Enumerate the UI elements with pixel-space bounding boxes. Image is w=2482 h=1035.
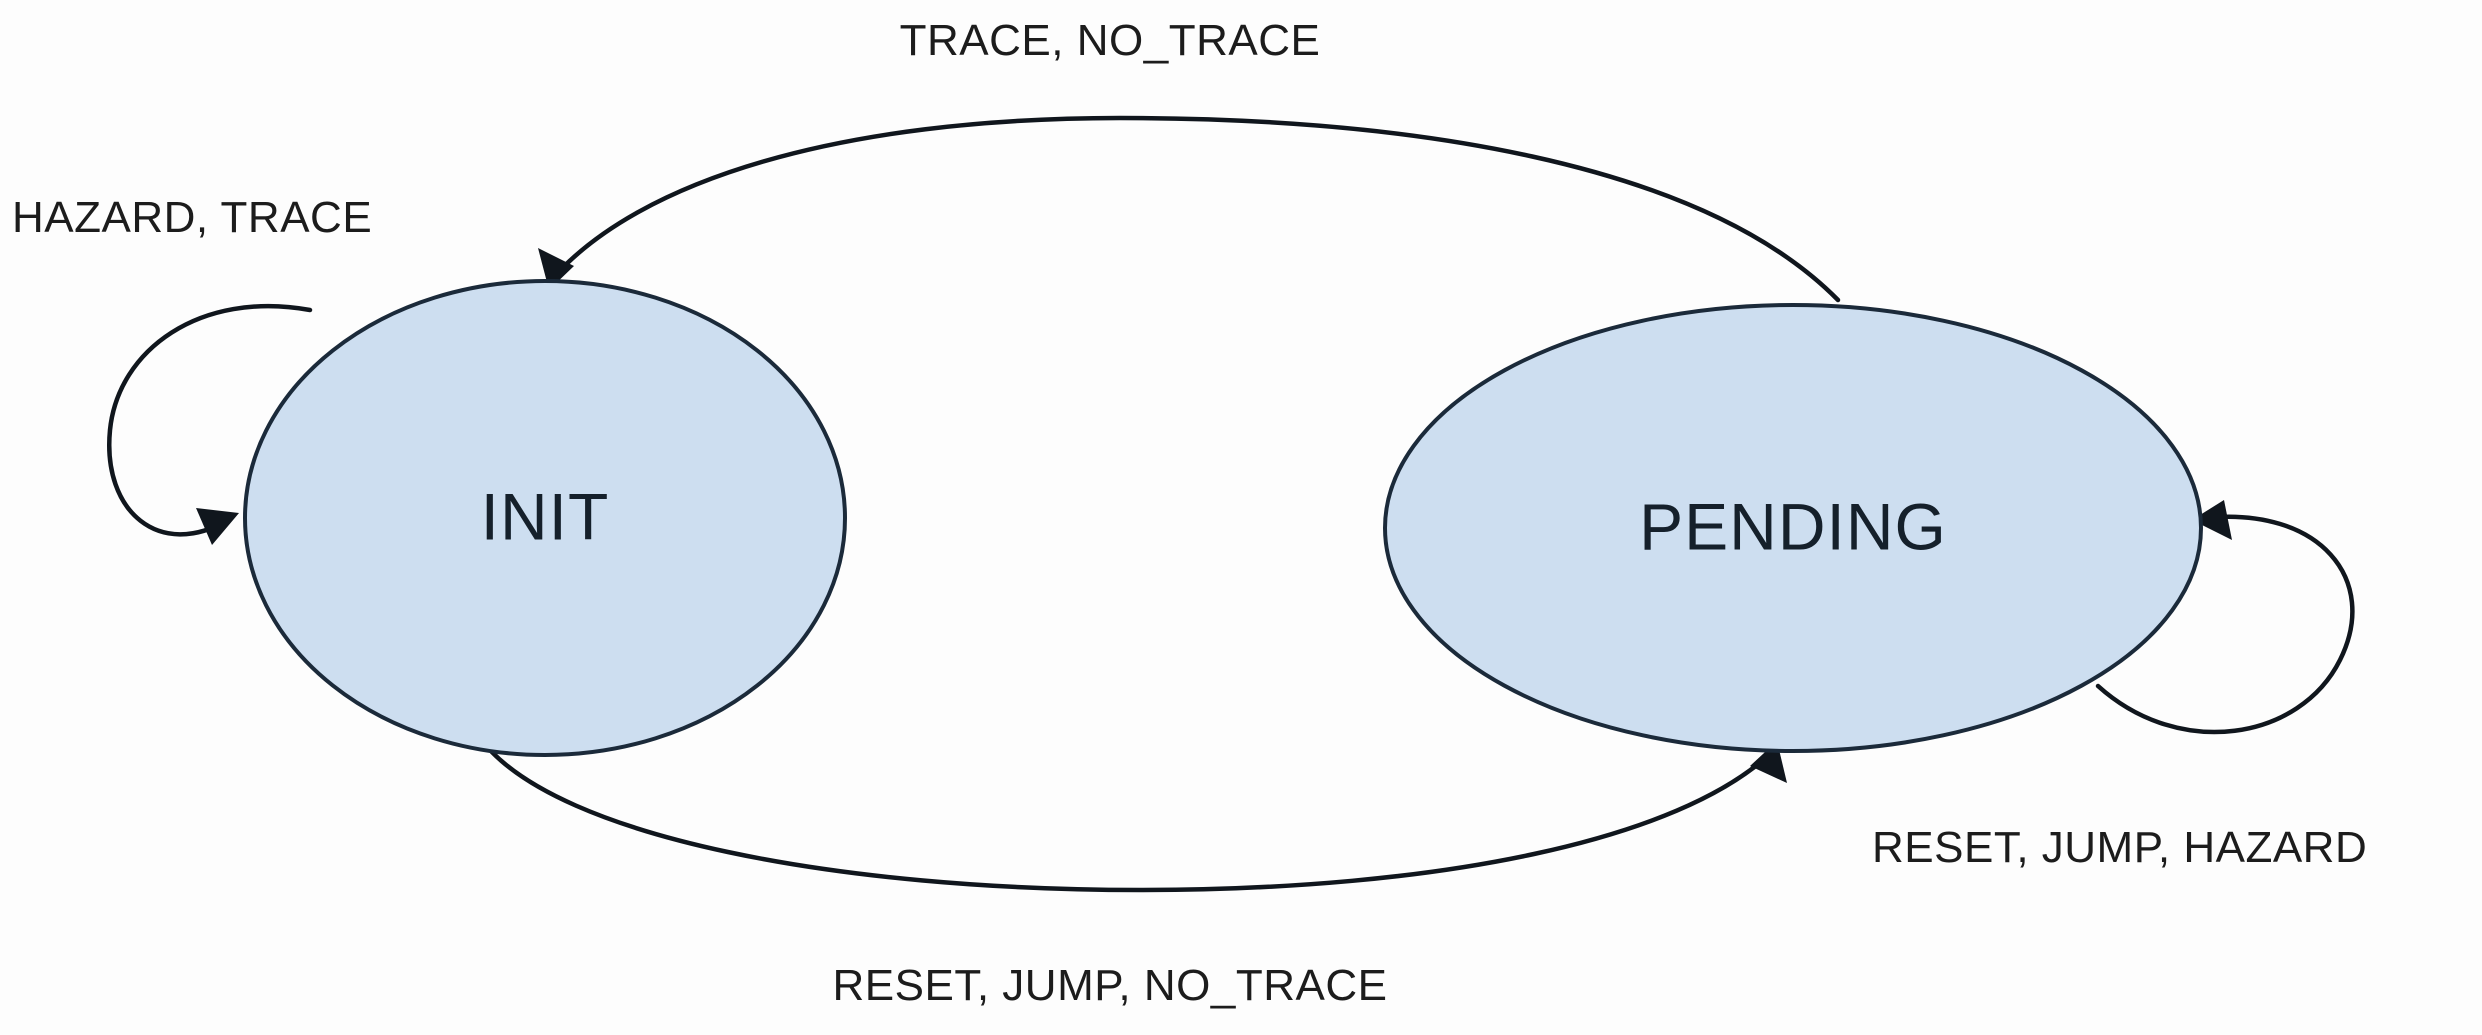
transition-init-to-pending-path xyxy=(480,739,1775,893)
transition-label-init-self: HAZARD, TRACE xyxy=(12,193,372,242)
transition-init-self-loop-path xyxy=(107,303,313,537)
transition-label-pending-self: RESET, JUMP, HAZARD xyxy=(1872,823,2367,872)
state-pending-label: PENDING xyxy=(1639,489,1947,563)
state-init-ellipse xyxy=(243,279,847,757)
transition-label-init-to-pending: RESET, JUMP, NO_TRACE xyxy=(833,961,1388,1010)
transition-pending-self-loop[interactable] xyxy=(2095,500,2355,735)
state-pending-ellipse xyxy=(1383,303,2203,753)
state-node-init[interactable]: INIT xyxy=(243,279,847,757)
transition-pending-self-loop-arrowhead xyxy=(2192,500,2232,540)
transition-init-self-loop[interactable] xyxy=(107,303,313,545)
transition-init-self-loop-arrowhead xyxy=(196,508,239,545)
state-node-pending[interactable]: PENDING xyxy=(1383,303,2203,753)
transition-init-to-pending[interactable] xyxy=(480,739,1787,893)
transition-pending-to-init[interactable] xyxy=(538,115,1841,303)
transition-label-pending-to-init: TRACE, NO_TRACE xyxy=(900,16,1321,65)
state-init-label: INIT xyxy=(481,479,610,553)
transition-pending-self-loop-path xyxy=(2095,514,2355,735)
transition-pending-to-init-path xyxy=(550,115,1841,303)
